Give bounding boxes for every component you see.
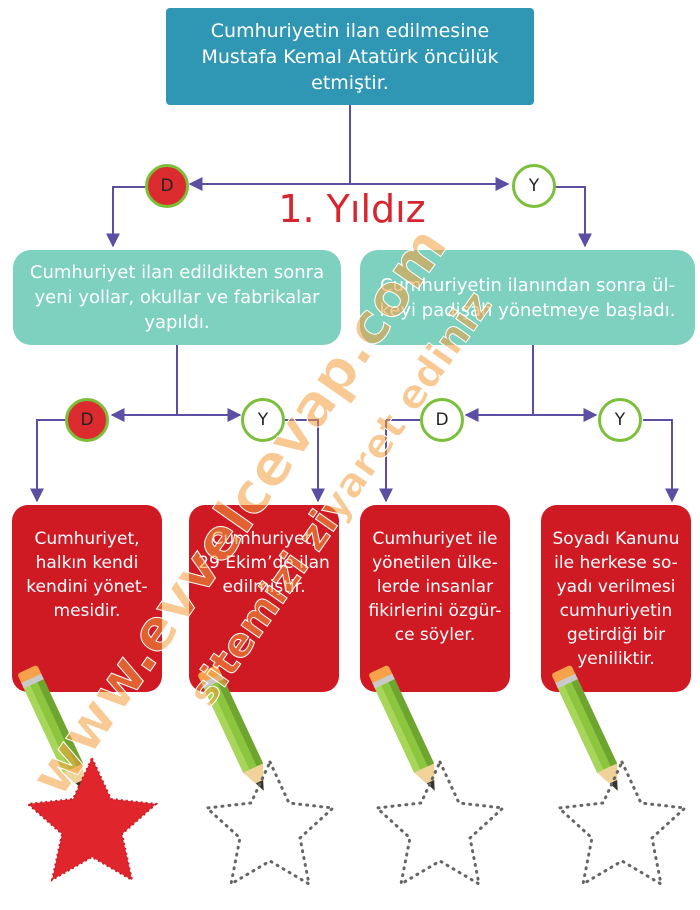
pencil-icon xyxy=(551,664,628,796)
pencil-icon xyxy=(17,664,94,796)
statement-box-left: Cumhuriyet ilan edildikten sonra yeni yo… xyxy=(13,250,341,345)
pencil-icon xyxy=(197,664,274,796)
statement-card-4: Soyadı Kanunu ile herkese so- yadı veril… xyxy=(541,505,691,692)
star-icon-dotted xyxy=(373,758,507,887)
answer-circle-d-top[interactable]: D xyxy=(145,164,189,208)
answer-circle-y-right[interactable]: Y xyxy=(598,398,642,442)
top-statement-box: Cumhuriyetin ilan edilmesine Mustafa Kem… xyxy=(166,8,534,105)
answer-circle-d-left[interactable]: D xyxy=(65,398,109,442)
answer-circle-y-left[interactable]: Y xyxy=(241,398,285,442)
page-title: 1. Yıldız xyxy=(278,187,426,231)
statement-card-3: Cumhuriyet ile yönetilen ülke- lerde ins… xyxy=(360,505,510,692)
statement-card-1: Cumhuriyet, halkın kendi kendini yönet- … xyxy=(12,505,162,692)
statement-box-right: Cumhuriyetin ilanından sonra ül- keyi pa… xyxy=(360,250,695,345)
star-icon-filled xyxy=(25,755,159,882)
star-icon-dotted xyxy=(203,758,337,887)
answer-circle-d-right[interactable]: D xyxy=(420,398,464,442)
statement-card-2: Cumhuriyet, 29 Ekim’de ilan edilmiştir. xyxy=(189,505,339,692)
pencil-icon xyxy=(368,664,445,796)
answer-circle-y-top[interactable]: Y xyxy=(512,164,556,208)
star-icon-dotted xyxy=(555,758,689,887)
